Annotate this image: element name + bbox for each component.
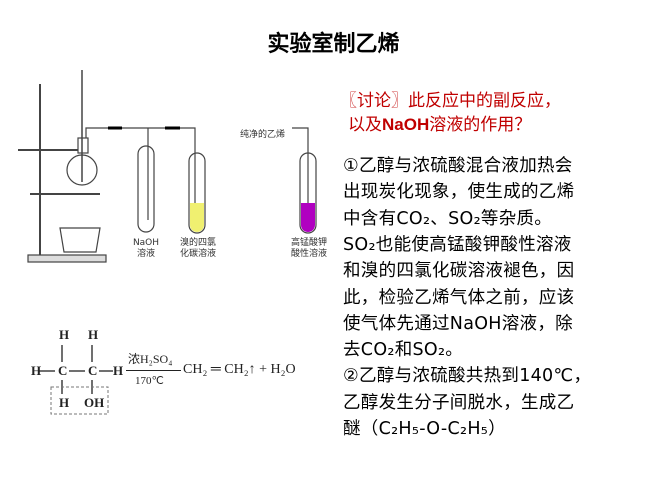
discussion-line-1: 〖讨论〗此反应中的副反应， — [340, 91, 561, 111]
answer-line: ②乙醇与浓硫酸共热到140℃， — [343, 366, 592, 387]
reaction-arrow — [126, 370, 181, 371]
alcohol-lamp — [59, 227, 101, 253]
slide-title: 实验室制乙烯 — [267, 32, 400, 57]
answer-line: SO₂也能使高锰酸钾酸性溶液 — [343, 234, 572, 255]
answer-line: 去CO₂和SO₂。 — [343, 340, 464, 361]
permanganate-tube — [299, 152, 317, 234]
label-permanganate: 高锰酸钾酸性溶液 — [290, 238, 327, 259]
apparatus-diagram — [18, 70, 317, 263]
answer-line: 中含有CO₂、SO₂等杂质。 — [343, 208, 553, 229]
naoh-tube — [137, 145, 155, 233]
stand-base — [27, 254, 107, 263]
answer-line: 出现炭化现象，使生成的乙烯 — [343, 182, 575, 203]
label-pure-ethylene: 纯净的乙烯 — [240, 130, 286, 140]
label-bromine: 溴的四氯化碳溶液 — [179, 238, 216, 259]
answer-line: 醚（C₂H₅-O-C₂H₅） — [343, 419, 506, 439]
answer-line: 和溴的四氯化碳溶液褪色，因 — [343, 261, 575, 282]
ethanol-structure — [39, 345, 113, 415]
bromine-solution — [190, 203, 204, 232]
permanganate-solution — [301, 203, 315, 232]
bromine-tube — [188, 152, 206, 234]
answer-line: ①乙醇与浓硫酸混合液加热会 — [343, 156, 573, 176]
answer-line: 乙醇发生分子间脱水，生成乙 — [343, 392, 575, 413]
answer-line: 使气体先通过NaOH溶液，除 — [343, 313, 573, 334]
answer-line: 此，检验乙烯气体之前，应该 — [343, 287, 575, 308]
discussion-line-2: 以及NaOH溶液的作用？ — [348, 115, 532, 135]
